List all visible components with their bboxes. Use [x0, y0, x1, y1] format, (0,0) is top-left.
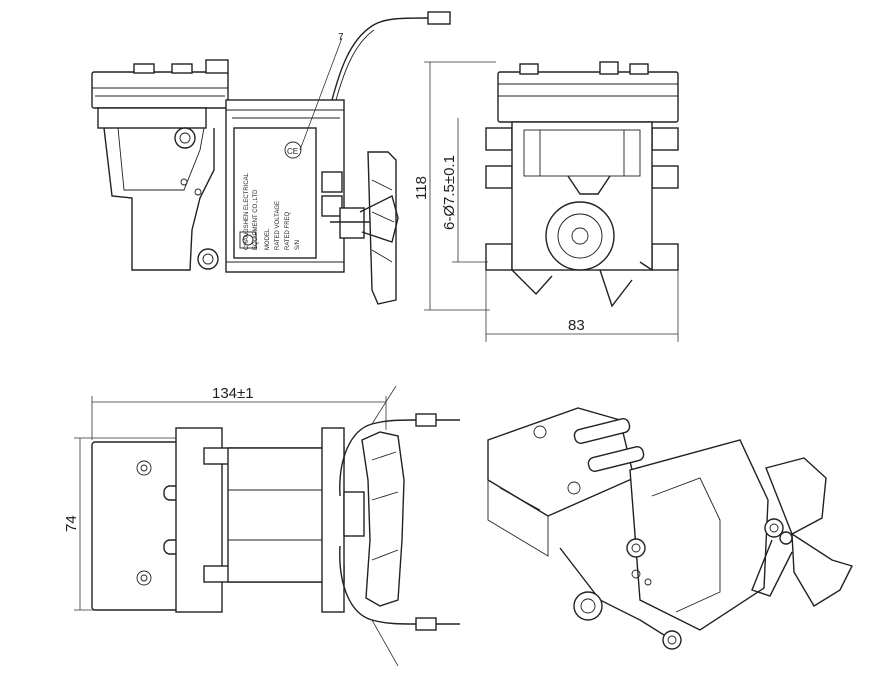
dim-height: 118	[413, 176, 430, 200]
callout-number: 7	[338, 32, 344, 43]
isometric-view	[487, 407, 853, 650]
nameplate-company-line2: EQUIPMENT CO.,LTD	[253, 189, 259, 250]
nameplate-row-model: MODEL	[265, 228, 271, 250]
nameplate-row-sn: S/N	[295, 240, 301, 250]
nameplate-row-voltage: RATED VOLTAGE	[275, 201, 281, 250]
nameplate-company-line1: CHANGSHEN ELECTRICAL	[244, 172, 250, 250]
dim-width-top: 74	[63, 515, 80, 532]
nameplate-row-freq: RATED FREQ	[285, 211, 291, 250]
dim-outlet-spec: 6-Ø7.5±0.1	[441, 155, 458, 230]
ce-mark: CE	[287, 147, 298, 156]
side-view: CHANGSHEN ELECTRICAL EQUIPMENT CO.,LTD M…	[91, 11, 451, 305]
dim-width-front: 83	[568, 317, 585, 334]
dim-length: 134±1	[212, 385, 254, 402]
top-view: 134±1 74	[63, 385, 460, 667]
front-view: 118 6-Ø7.5±0.1 83	[413, 61, 679, 342]
